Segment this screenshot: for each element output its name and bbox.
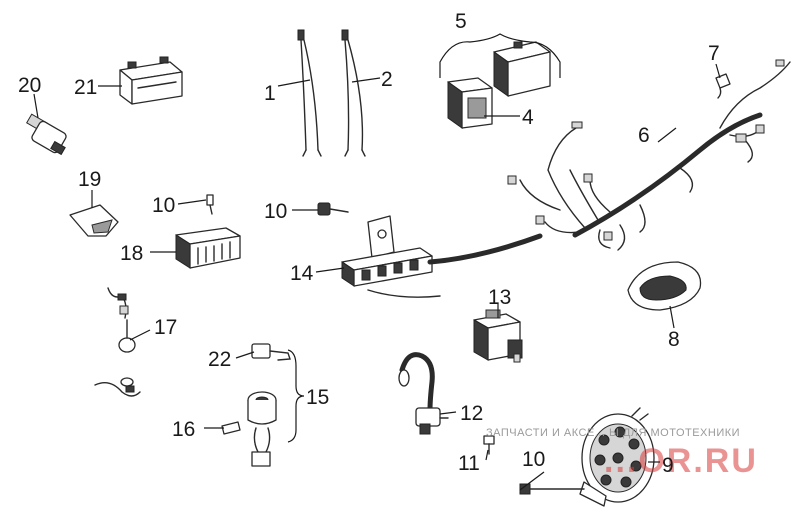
callout-12: 12 bbox=[460, 402, 483, 425]
callout-4: 4 bbox=[522, 106, 534, 129]
callout-9: 9 bbox=[662, 454, 674, 477]
callout-2: 2 bbox=[381, 68, 393, 91]
callout-20: 20 bbox=[18, 74, 41, 97]
bolt-part-c bbox=[519, 483, 585, 495]
horn-part bbox=[579, 407, 655, 507]
callout-11: 11 bbox=[458, 452, 480, 475]
key-part bbox=[251, 343, 291, 361]
callout-17: 17 bbox=[154, 316, 177, 339]
callout-numbers: 1 2 4 5 6 7 8 9 10 10 10 11 12 13 14 15 … bbox=[18, 10, 720, 477]
screw-part bbox=[483, 435, 495, 455]
callout-10-a: 10 bbox=[152, 194, 175, 217]
bolt-part-b bbox=[317, 202, 349, 216]
ignition-coil-part bbox=[398, 352, 449, 435]
callout-18: 18 bbox=[120, 242, 143, 265]
fuse-box-part bbox=[341, 215, 543, 298]
clip-part bbox=[715, 73, 731, 99]
callout-13: 13 bbox=[488, 286, 511, 309]
callout-5: 5 bbox=[455, 10, 467, 33]
watermark-tagline: ЗАПЧАСТИ И АКСЕ... Ы ДЛЯ МОТОТЕХНИКИ bbox=[486, 427, 740, 439]
callout-22: 22 bbox=[208, 348, 231, 371]
wire-lead-2-part bbox=[341, 29, 366, 157]
battery-part bbox=[119, 56, 183, 105]
cdi-bracket-part bbox=[447, 77, 493, 129]
callout-6: 6 bbox=[638, 124, 650, 147]
cdi-unit-part bbox=[493, 41, 551, 97]
watermark-brand: ...OR.RU bbox=[604, 442, 758, 480]
regulator-part bbox=[175, 227, 241, 269]
relay-cover-part bbox=[69, 204, 119, 237]
neutral-switch-part bbox=[94, 287, 141, 397]
callout-19: 19 bbox=[78, 168, 101, 191]
ignition-cover-part bbox=[627, 261, 702, 311]
callout-1: 1 bbox=[264, 82, 276, 105]
leader-lines bbox=[33, 33, 721, 491]
wire-lead-1-part bbox=[297, 29, 322, 157]
bolt-part-a bbox=[206, 194, 214, 215]
relay-part bbox=[473, 309, 523, 363]
wiring-harness-part bbox=[507, 59, 791, 251]
callout-7: 7 bbox=[708, 42, 720, 65]
callout-21: 21 bbox=[74, 76, 97, 99]
callout-16: 16 bbox=[172, 418, 195, 441]
callout-8: 8 bbox=[668, 328, 680, 351]
callout-10-c: 10 bbox=[522, 448, 545, 471]
callout-14: 14 bbox=[290, 262, 314, 285]
ignition-switch-part bbox=[247, 391, 277, 467]
callout-10-b: 10 bbox=[264, 200, 287, 223]
starter-relay-part bbox=[26, 113, 67, 156]
clip-part-16 bbox=[221, 421, 241, 435]
watermark: ЗАПЧАСТИ И АКСЕ... Ы ДЛЯ МОТОТЕХНИКИ ...… bbox=[486, 427, 758, 480]
callout-15: 15 bbox=[306, 386, 329, 409]
